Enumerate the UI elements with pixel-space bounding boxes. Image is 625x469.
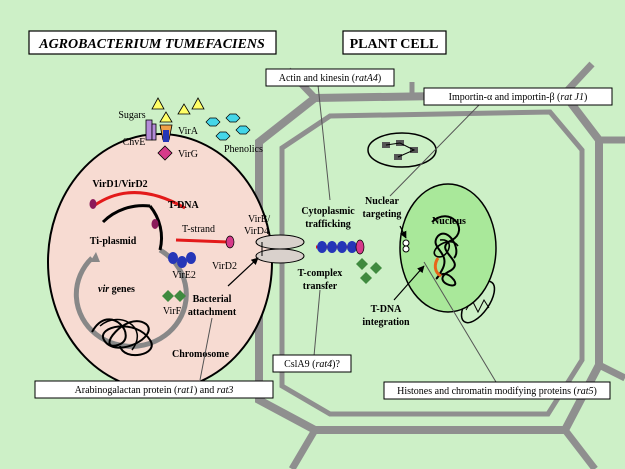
nuclear-targeting-label-1: Nuclear [365, 196, 399, 207]
svg-text:Importin-α and importin-β (rat: Importin-α and importin-β (rat J1) [449, 92, 588, 103]
virf-diamonds-plant [356, 258, 382, 284]
process-arrows [227, 225, 425, 301]
bacterial-attachment-label-2: attachment [188, 307, 237, 318]
sugars-label: Sugars [118, 110, 145, 121]
nuclear-targeting-label-2: targeting [363, 209, 402, 220]
nucleus: Nucleus [399, 183, 497, 313]
callout-importin: Importin-α and importin-β (rat J1) [423, 87, 613, 106]
vird2-bead [225, 235, 235, 249]
cytoplasmic-trafficking-label-1: Cytoplasmic [301, 206, 355, 217]
vir-genes-label: vir genes [98, 284, 135, 295]
chromosome [91, 318, 153, 357]
virf-diamonds [162, 290, 186, 302]
svg-text:CslA9 (rat4)?: CslA9 (rat4)? [284, 359, 340, 370]
phenolics-hexagons [205, 113, 251, 141]
cytoplasmic-trafficking-label-2: trafficking [305, 219, 351, 230]
t-strand-line [175, 238, 229, 244]
callout-csla9: CslA9 (rat4)? [272, 354, 352, 373]
vird4-label: VirD4 [244, 226, 269, 237]
chve-label: ChvE [123, 137, 146, 148]
t-dna-label: T-DNA [168, 200, 200, 211]
ti-plasmid-label: Ti-plasmid [90, 236, 137, 247]
chve-receptor [145, 119, 157, 141]
phenolics-label: Phenolics [224, 144, 263, 155]
callout-arabinogalactan: Arabinogalactan protein (rat1) and rat3 [34, 380, 274, 399]
vird2-label: VirD2 [212, 261, 237, 272]
t-strand-label: T-strand [182, 224, 215, 235]
vire2-label: VirE2 [172, 270, 196, 281]
virf-label: VirF [163, 306, 182, 317]
title-box-agrobacterium: AGROBACTERIUM TUMEFACIENS [28, 30, 277, 55]
virg-label: VirG [178, 149, 198, 160]
bacterium [47, 133, 273, 391]
vire2-beads [168, 252, 196, 268]
svg-text:Histones and chromatin modifyi: Histones and chromatin modifying protein… [397, 386, 597, 397]
title-agrobacterium: AGROBACTERIUM TUMEFACIENS [38, 37, 265, 52]
vira-label: VirA [178, 126, 199, 137]
t-complex-transfer-label-1: T-complex [298, 268, 343, 279]
vird1-vird2-label: VirD1/VirD2 [92, 179, 147, 190]
chloroplast [367, 132, 437, 168]
callout-actin-kinesin: Actin and kinesin (ratA4) [265, 68, 395, 87]
callout-leaders [199, 84, 497, 383]
virb-label: VirB/ [248, 214, 270, 225]
virb-vird4-channel [255, 234, 305, 264]
t-complex-transfer-label-2: transfer [303, 281, 338, 292]
callout-histones: Histones and chromatin modifying protein… [383, 381, 611, 400]
title-plant-cell: PLANT CELL [350, 37, 439, 52]
svg-text:Arabinogalactan protein (rat1): Arabinogalactan protein (rat1) and rat3 [75, 385, 234, 396]
bacterial-attachment-label-1: Bacterial [193, 294, 232, 305]
t-complex [316, 239, 365, 255]
t-dna-integration-label-1: T-DNA [371, 304, 403, 315]
title-box-plant-cell: PLANT CELL [342, 30, 447, 55]
chromosome-label: Chromosome [172, 349, 230, 360]
svg-text:Actin and kinesin (ratA4): Actin and kinesin (ratA4) [279, 73, 382, 84]
virg-diamond [157, 145, 173, 161]
vira-receptor [159, 124, 173, 142]
t-dna-integration-label-2: integration [362, 317, 410, 328]
nucleus-label: Nucleus [432, 216, 466, 227]
ti-plasmid [73, 191, 189, 349]
sugar-triangles [151, 97, 205, 123]
